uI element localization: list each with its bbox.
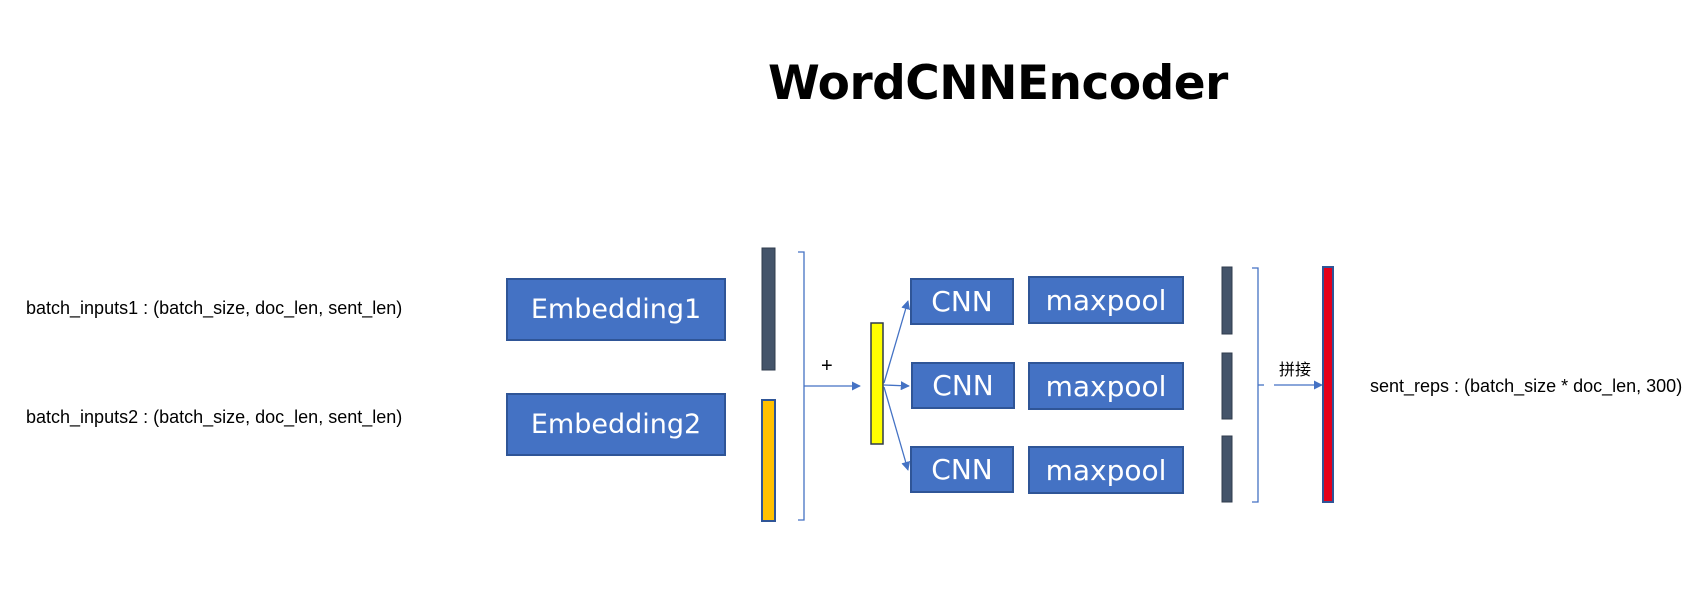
plus-sign: + — [821, 355, 833, 377]
embedding2-box: Embedding2 — [506, 393, 726, 456]
cnn-label-2: CNN — [932, 369, 994, 402]
embedding2-vector — [761, 399, 776, 522]
merge-bracket — [798, 251, 805, 521]
cnn-label-1: CNN — [931, 285, 993, 318]
cnn-label-3: CNN — [931, 453, 993, 486]
output-vector — [1322, 266, 1334, 503]
diagram-title: WordCNNEncoder — [768, 56, 1228, 111]
concat-bracket — [1252, 267, 1259, 503]
pooled-vector-2 — [1221, 352, 1233, 420]
maxpool-label-3: maxpool — [1045, 453, 1167, 487]
embedding1-vector — [761, 247, 776, 371]
input2-label: batch_inputs2 : (batch_size, doc_len, se… — [26, 407, 403, 427]
maxpool-box-2: maxpool — [1028, 362, 1184, 410]
cnn-box-1: CNN — [910, 278, 1014, 325]
input1-label: batch_inputs1 : (batch_size, doc_len, se… — [26, 298, 403, 318]
maxpool-box-3: maxpool — [1028, 446, 1184, 494]
output-label: sent_reps : (batch_size * doc_len, 300) — [1370, 376, 1683, 396]
maxpool-label-1: maxpool — [1045, 283, 1167, 317]
cnn-box-2: CNN — [911, 362, 1015, 409]
concat-label: 拼接 — [1279, 360, 1312, 379]
pooled-vector-1 — [1221, 266, 1233, 335]
embedding1-box: Embedding1 — [506, 278, 726, 341]
cnn-box-3: CNN — [910, 446, 1014, 493]
combined-vector — [870, 322, 884, 445]
maxpool-box-1: maxpool — [1028, 276, 1184, 324]
arrow-to-cnn-2 — [883, 381, 910, 391]
maxpool-label-2: maxpool — [1045, 369, 1167, 403]
arrow-to-cnn-3 — [883, 386, 911, 471]
embedding1-label: Embedding1 — [530, 294, 702, 325]
pooled-vector-3 — [1221, 435, 1233, 503]
embedding2-label: Embedding2 — [530, 409, 702, 440]
arrow-to-cnn-1 — [883, 300, 911, 384]
